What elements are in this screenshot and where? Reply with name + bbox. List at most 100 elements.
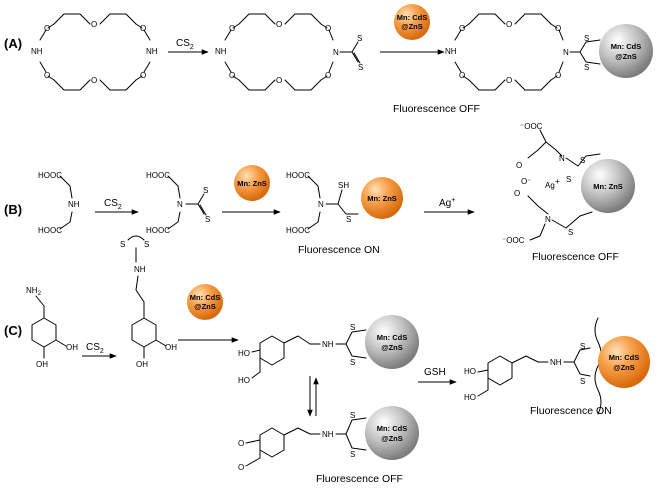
svg-text:OH: OH xyxy=(136,360,148,369)
svg-text:NH: NH xyxy=(322,430,334,439)
nanoparticle-gray xyxy=(365,315,419,369)
svg-text:O: O xyxy=(44,24,50,33)
svg-text:O: O xyxy=(91,20,97,29)
svg-text:NH: NH xyxy=(215,47,227,56)
iminodiacetic-acid: HOOC HOOC NH xyxy=(38,171,80,235)
svg-text:CS2: CS2 xyxy=(86,342,104,355)
svg-text:NH: NH xyxy=(68,200,80,209)
svg-text:NH: NH xyxy=(134,265,146,274)
svg-text:S: S xyxy=(580,342,585,351)
panel-a-label: (A) xyxy=(4,36,22,51)
svg-text:O: O xyxy=(91,76,97,85)
svg-text:S: S xyxy=(584,34,589,43)
dopamine: NH2 OH OH xyxy=(26,286,78,369)
svg-text:O: O xyxy=(229,71,235,80)
dithiocarbamate-zns-conjugate: HOOC HOOC N SH S Mn: ZnS xyxy=(286,171,403,235)
atom-nh: NH xyxy=(146,47,158,56)
svg-text:S: S xyxy=(346,215,351,224)
svg-text:Mn: ZnS: Mn: ZnS xyxy=(367,194,397,203)
svg-text:Mn: ZnS: Mn: ZnS xyxy=(593,182,623,191)
svg-text:S: S xyxy=(584,63,589,72)
svg-text:HOOC: HOOC xyxy=(146,171,170,180)
svg-text:NH2: NH2 xyxy=(26,286,42,297)
svg-text:S: S xyxy=(580,156,585,165)
panel-c-label: (C) xyxy=(4,323,22,338)
svg-text:HOOC: HOOC xyxy=(146,226,170,235)
svg-text:OH: OH xyxy=(165,343,177,352)
svg-text:HO: HO xyxy=(238,376,250,385)
svg-text:N: N xyxy=(333,48,339,57)
iminodiacetate-dithiocarbamate: HOOC HOOC N S S xyxy=(146,171,210,235)
svg-text:O: O xyxy=(140,71,146,80)
svg-text:Ag: Ag xyxy=(545,181,555,190)
reagent-cs2: CS2 xyxy=(176,38,194,51)
svg-text:S: S xyxy=(350,411,355,420)
svg-text:S: S xyxy=(350,358,355,367)
svg-text:@ZnS: @ZnS xyxy=(615,52,636,61)
nanoparticle-gray xyxy=(581,159,635,213)
caption-fluorescence-on: Fluorescence ON xyxy=(530,405,612,417)
svg-text:O: O xyxy=(514,189,520,198)
svg-text:S: S xyxy=(350,323,355,332)
svg-text:@ZnS: @ZnS xyxy=(381,343,402,352)
svg-text:@ZnS: @ZnS xyxy=(613,363,634,372)
quinone-qd-conjugate: O O NH S S Mn: CdS @ZnS xyxy=(238,406,419,472)
svg-text:SH: SH xyxy=(338,181,349,190)
svg-text:O: O xyxy=(140,24,146,33)
nanoparticle-gray xyxy=(599,24,653,78)
svg-text:@ZnS: @ZnS xyxy=(381,434,402,443)
svg-text:O: O xyxy=(506,20,512,29)
panel-b: (B) HOOC HOOC NH CS2 HOOC HOOC N S S Mn:… xyxy=(4,122,635,263)
svg-text:Mn: CdS: Mn: CdS xyxy=(190,293,220,302)
svg-text:Mn: CdS: Mn: CdS xyxy=(611,42,641,51)
svg-text:O: O xyxy=(276,20,282,29)
svg-text:O: O xyxy=(555,24,561,33)
svg-text:N: N xyxy=(559,154,565,163)
caption-fluorescence-off: Fluorescence OFF xyxy=(532,251,619,263)
svg-text:O: O xyxy=(276,76,282,85)
panel-b-label: (B) xyxy=(4,202,22,217)
svg-text:HOOC: HOOC xyxy=(38,226,62,235)
svg-text:O: O xyxy=(506,76,512,85)
caption-fluorescence-on: Fluorescence ON xyxy=(298,244,380,256)
svg-text:HO: HO xyxy=(238,349,250,358)
svg-text:S: S xyxy=(144,240,149,249)
svg-text:Mn: ZnS: Mn: ZnS xyxy=(237,179,267,188)
svg-text:OH: OH xyxy=(36,360,48,369)
svg-text:O: O xyxy=(238,463,244,472)
svg-text:HOOC: HOOC xyxy=(286,171,310,180)
svg-text:HOOC: HOOC xyxy=(286,226,310,235)
svg-text:Mn: CdS: Mn: CdS xyxy=(377,333,407,342)
svg-text:+: + xyxy=(555,177,560,186)
catechol-qd-conjugate: HO HO NH S S Mn: CdS @ZnS xyxy=(238,315,419,385)
svg-text:CS2: CS2 xyxy=(104,198,122,211)
svg-text:Mn: CdS: Mn: CdS xyxy=(609,353,639,362)
released-catechol-qd: HO HO NH S S Mn: CdS @ZnS xyxy=(464,317,650,415)
svg-text:O: O xyxy=(229,24,235,33)
svg-text:O: O xyxy=(44,71,50,80)
svg-text:O: O xyxy=(516,161,522,170)
dopamine-dithiocarbamate: S S NH OH OH xyxy=(120,235,177,369)
svg-text:S: S xyxy=(350,450,355,459)
svg-text:O: O xyxy=(325,71,331,80)
quantum-dot-mn-zns: Mn: ZnS xyxy=(234,165,270,201)
svg-text:@ZnS: @ZnS xyxy=(194,302,215,311)
svg-text:@ZnS: @ZnS xyxy=(401,22,422,31)
svg-text:Ag+: Ag+ xyxy=(439,197,455,209)
svg-text:⁻OOC: ⁻OOC xyxy=(520,122,543,131)
svg-text:Mn: CdS: Mn: CdS xyxy=(377,424,407,433)
svg-text:OH: OH xyxy=(66,343,78,352)
atom-nh: NH xyxy=(31,47,43,56)
svg-text:S: S xyxy=(357,34,362,43)
svg-text:S: S xyxy=(580,377,585,386)
svg-text:O: O xyxy=(459,24,465,33)
svg-text:GSH: GSH xyxy=(424,367,446,378)
svg-text:HO: HO xyxy=(464,393,476,402)
quantum-dot-mn-cds-zns: Mn: CdS @ZnS xyxy=(394,4,430,40)
svg-text:Mn: CdS: Mn: CdS xyxy=(397,13,427,22)
svg-text:NH: NH xyxy=(322,340,334,349)
nanoparticle-gray xyxy=(365,406,419,460)
